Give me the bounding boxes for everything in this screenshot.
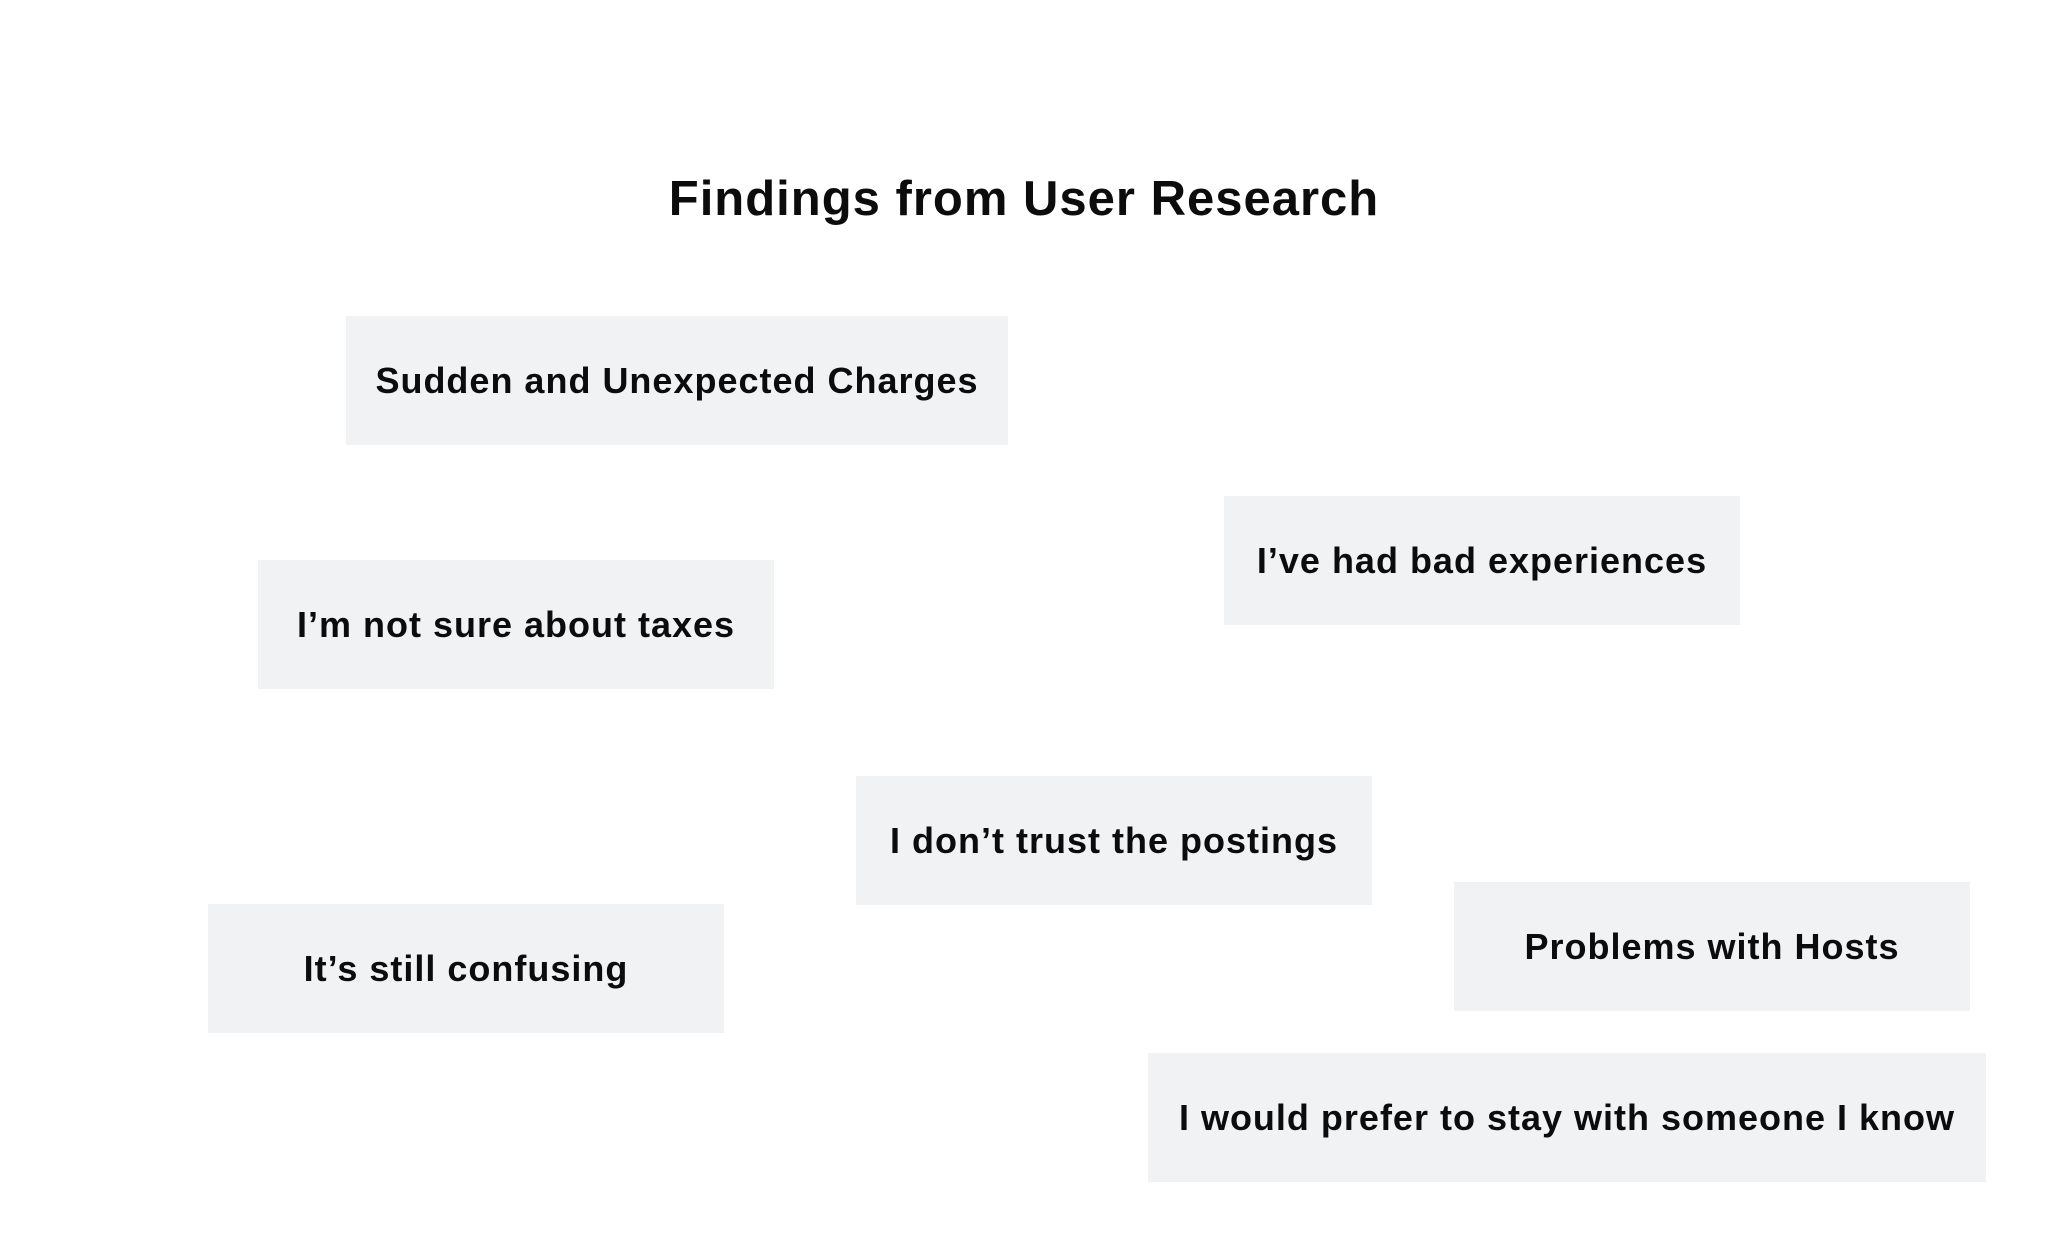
- note-label: I’m not sure about taxes: [296, 603, 736, 645]
- note-sudden-charges[interactable]: Sudden and Unexpected Charges: [346, 316, 1008, 445]
- note-stay-with-someone[interactable]: I would prefer to stay with someone I kn…: [1148, 1053, 1986, 1182]
- note-label: I’ve had bad experiences: [1256, 539, 1708, 581]
- note-still-confusing[interactable]: It’s still confusing: [208, 904, 724, 1033]
- note-label: It’s still confusing: [303, 947, 629, 989]
- note-trust-postings[interactable]: I don’t trust the postings: [856, 776, 1372, 905]
- note-label: I don’t trust the postings: [890, 819, 1338, 861]
- note-taxes[interactable]: I’m not sure about taxes: [258, 560, 774, 689]
- note-bad-experiences[interactable]: I’ve had bad experiences: [1224, 496, 1740, 625]
- note-label: I would prefer to stay with someone I kn…: [1178, 1096, 1956, 1138]
- page-title: Findings from User Research: [668, 172, 1380, 226]
- note-label: Problems with Hosts: [1524, 925, 1900, 967]
- note-label: Sudden and Unexpected Charges: [375, 359, 979, 401]
- note-problems-hosts[interactable]: Problems with Hosts: [1454, 882, 1970, 1011]
